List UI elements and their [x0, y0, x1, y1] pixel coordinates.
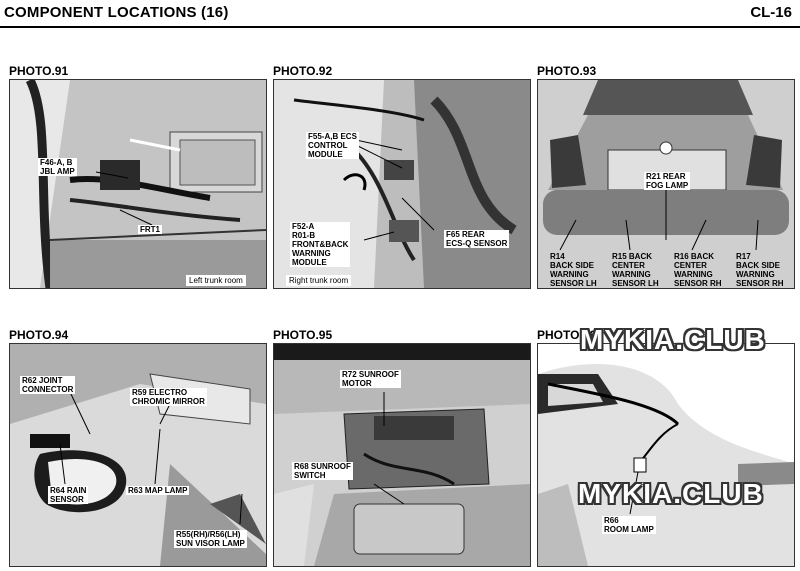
- callout-rain-sensor: R64 RAIN SENSOR: [48, 486, 89, 504]
- callout-jbl-amp: F46-A, B JBL AMP: [38, 158, 77, 176]
- photo-96-label: PHOTO.96: [537, 328, 597, 342]
- callout-chromic-mirror: R59 ELECTRO CHROMIC MIRROR: [130, 388, 207, 406]
- photo-96: R66 ROOM LAMP: [537, 343, 795, 567]
- photo-91-image: [10, 80, 266, 288]
- photo-91: F46-A, B JBL AMP FRT1 Left trunk room: [9, 79, 267, 289]
- callout-ecs-control-module: F55-A,B ECS CONTROL MODULE: [306, 132, 359, 159]
- callout-r14: R14 BACK SIDE WARNING SENSOR LH: [550, 252, 597, 288]
- photo-93-image: [538, 80, 794, 288]
- callout-sun-visor-lamp: R55(RH)/R56(LH) SUN VISOR LAMP: [174, 530, 247, 548]
- photo-94-label: PHOTO.94: [9, 328, 69, 342]
- photo-92-label: PHOTO.92: [273, 64, 333, 78]
- callout-room-lamp: R66 ROOM LAMP: [602, 516, 656, 534]
- callout-map-lamp: R63 MAP LAMP: [126, 486, 190, 495]
- photo-93-label: PHOTO.93: [537, 64, 597, 78]
- callout-frt1: FRT1: [138, 225, 162, 234]
- photo-92: F55-A,B ECS CONTROL MODULE F52-A R01-B F…: [273, 79, 531, 289]
- photo-95: R72 SUNROOF MOTOR R68 SUNROOF SWITCH: [273, 343, 531, 567]
- callout-r15: R15 BACK CENTER WARNING SENSOR LH: [612, 252, 659, 288]
- photo-93: R21 REAR FOG LAMP R14 BACK SIDE WARNING …: [537, 79, 795, 289]
- watermark-bottom: MYKIA.CLUB: [578, 478, 764, 509]
- photo-96-image: [538, 344, 794, 566]
- page-code: CL-16: [750, 4, 792, 21]
- callout-r17: R17 BACK SIDE WARNING SENSOR RH: [736, 252, 784, 288]
- page-header: COMPONENT LOCATIONS (16) CL-16: [0, 0, 800, 28]
- callout-ecs-q-sensor: F65 REAR ECS-Q SENSOR: [444, 230, 510, 248]
- photo-94: R62 JOINT CONNECTOR R59 ELECTRO CHROMIC …: [9, 343, 267, 567]
- callout-joint-connector: R62 JOINT CONNECTOR: [20, 376, 76, 394]
- photo-91-caption: Left trunk room: [186, 275, 246, 286]
- callout-sunroof-motor: R72 SUNROOF MOTOR: [340, 370, 401, 388]
- callout-r16: R16 BACK CENTER WARNING SENSOR RH: [674, 252, 722, 288]
- photo-95-image: [274, 344, 530, 566]
- watermark-top: MYKIA.CLUB: [580, 324, 766, 355]
- callout-rear-fog-lamp: R21 REAR FOG LAMP: [644, 172, 691, 190]
- photo-92-caption: Right trunk room: [286, 275, 352, 286]
- photo-95-label: PHOTO.95: [273, 328, 333, 342]
- page-title: COMPONENT LOCATIONS (16): [4, 4, 229, 21]
- callout-sunroof-switch: R68 SUNROOF SWITCH: [292, 462, 353, 480]
- callout-warning-module: F52-A R01-B FRONT&BACK WARNING MODULE: [290, 222, 351, 267]
- photo-91-label: PHOTO.91: [9, 64, 69, 78]
